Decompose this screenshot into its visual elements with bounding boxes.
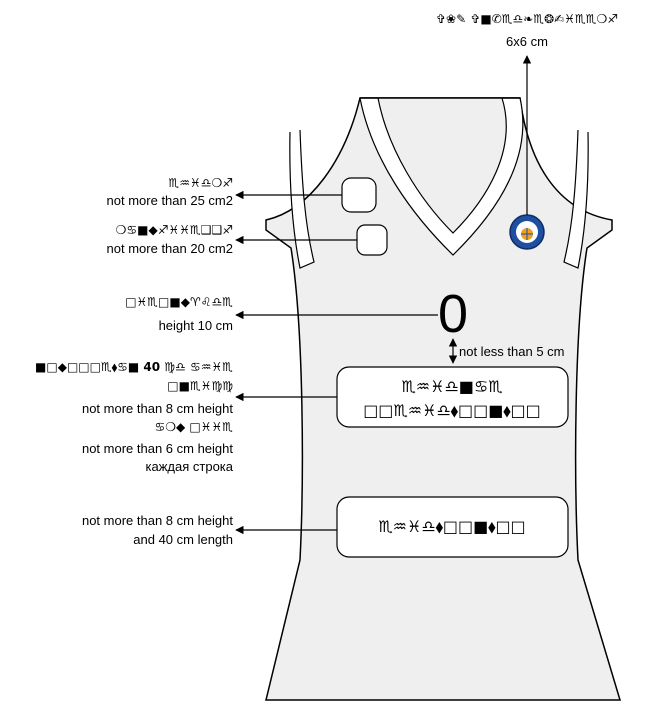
nameplate-note-title-1: ■□◆□□□♏⬧♋■ 40 ♍♎ ♋♒♓♏ bbox=[35, 360, 233, 374]
neckline-inner bbox=[377, 97, 507, 234]
sponsor-text: ♏♒♓♎⬧□□■⬧□□ bbox=[378, 517, 525, 536]
sponsor-desc-2: and 40 cm length bbox=[133, 532, 233, 547]
nameplate-line2: □□♏♒♓♎⬧□□■⬧□□ bbox=[363, 401, 541, 420]
left-armhole-trim bbox=[289, 129, 315, 269]
nameplate-note-desc-1: not more than 8 cm height bbox=[82, 401, 233, 416]
sponsor-box bbox=[336, 496, 569, 558]
patch-large bbox=[341, 177, 377, 213]
nameplate-note-title-3: ♋❍◆ □♓♓♏ bbox=[154, 420, 233, 434]
league-logo bbox=[509, 214, 545, 250]
nameplate-line1: ♏♒♓♎■♋♏ bbox=[401, 377, 502, 396]
right-armhole-trim bbox=[563, 129, 589, 269]
patch1-desc: not more than 25 cm2 bbox=[107, 193, 233, 208]
logo-title: ✞❀✎ ✞■✆♏♎❧♏❂✍♓♏♏❍♐ bbox=[436, 12, 618, 26]
patch1-title: ♏♒♓♎❍♐ bbox=[168, 176, 233, 190]
sponsor-desc-1: not more than 8 cm height bbox=[82, 513, 233, 528]
nameplate-note-desc-2: not more than 6 cm height bbox=[82, 441, 233, 456]
patch2-title: ❍♋■◆♐♓♓♏❑❑♐ bbox=[116, 223, 233, 237]
number-title: □♓♏□■◆♈♌♎♏ bbox=[125, 295, 233, 309]
nameplate-note-title-2: □■♏♓♍♍ bbox=[167, 379, 233, 393]
gap-note: not less than 5 cm bbox=[459, 344, 565, 359]
number-desc: height 10 cm bbox=[159, 318, 233, 333]
patch2-desc: not more than 20 cm2 bbox=[107, 241, 233, 256]
patch-small bbox=[356, 224, 388, 256]
jersey-number: 0 bbox=[438, 284, 468, 344]
nameplate-note-desc-3: каждая строка bbox=[146, 459, 234, 474]
logo-size: 6x6 cm bbox=[506, 34, 548, 49]
